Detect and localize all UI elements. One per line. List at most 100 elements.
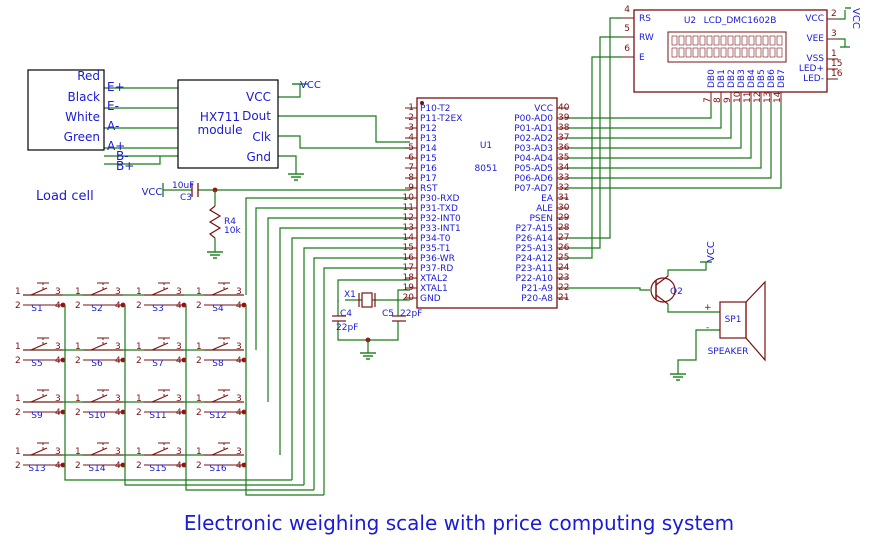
pin-name: P02-AD2 [514, 134, 553, 144]
switch-lever [30, 287, 48, 296]
pin-name: P10-T2 [420, 104, 451, 114]
switch-pin-number: 1 [136, 447, 142, 457]
hx711-pin-label: Clk [252, 130, 271, 144]
switch-lever [151, 287, 169, 296]
pin-name: P07-AD7 [514, 184, 553, 194]
load-cell-wire-label: White [65, 110, 100, 124]
lcd-char-cell [685, 47, 692, 58]
pin-name: P16 [420, 164, 437, 174]
pin-name: PSEN [529, 214, 553, 224]
wire [568, 104, 782, 189]
pin-number: 37 [558, 133, 569, 143]
pin-name: DB0 [707, 69, 717, 88]
pin-name: P00-AD0 [514, 114, 553, 124]
wire [104, 156, 161, 165]
pin-name: RS [639, 14, 651, 24]
pin-number: 5 [624, 24, 630, 34]
lcd-part: LCD_DMC1602B [704, 16, 777, 26]
pin-number: 18 [403, 273, 415, 283]
switch-lever [90, 447, 108, 456]
load-cell-caption: Load cell [36, 189, 94, 204]
wires [23, 10, 846, 496]
lcd-char-cell [720, 47, 727, 58]
switch-label: S4 [212, 304, 224, 314]
pin-name: P14 [420, 144, 437, 154]
switch-lever [151, 394, 169, 403]
switch-pin-number: 4 [176, 301, 182, 311]
load-cell-pin-label: E+ [107, 80, 125, 94]
pin-name: DB2 [727, 69, 737, 88]
resistor-r4 [208, 205, 222, 239]
switch-s3 [144, 282, 184, 306]
lcd-char-cell [734, 47, 741, 58]
lcd-char-cell [741, 35, 748, 46]
wire [255, 207, 410, 350]
load-cell-pin-label: A- [107, 119, 119, 133]
wire [568, 104, 732, 139]
switch-pin-number: 4 [115, 356, 121, 366]
pin-number: 17 [403, 263, 414, 273]
pin-number: 29 [558, 213, 570, 223]
pin-name: LED+ [799, 64, 824, 74]
wire [245, 465, 324, 496]
switch-s8 [204, 337, 244, 361]
switch-pin-number: 4 [236, 408, 242, 418]
pin-name: P32-INT0 [420, 214, 461, 224]
switch-pin-number: 2 [15, 301, 21, 311]
switch-pin-number: 1 [196, 447, 202, 457]
load-cell-wire-label: Red [77, 69, 100, 83]
load-cell-pin-label: E- [107, 99, 119, 113]
switch-label: S15 [149, 464, 166, 474]
lcd-char-cell [741, 47, 748, 58]
switch-pin-number: 2 [75, 461, 81, 471]
switch-pin-number: 1 [196, 342, 202, 352]
switch-s14 [83, 442, 123, 466]
switch-pin-number: 3 [236, 342, 242, 352]
pin-number: 6 [408, 153, 414, 163]
load-cell-pin-label: A+ [107, 139, 125, 153]
switch-label: S13 [28, 464, 45, 474]
components [23, 7, 851, 466]
load-cell-pin-label: B- [116, 149, 129, 163]
switch-pin-number: 2 [196, 356, 202, 366]
pin-name: P34-T0 [420, 234, 451, 244]
pin-name: P03-AD3 [514, 144, 553, 154]
pin-number: 11 [403, 203, 414, 213]
mcu-part: 8051 [475, 164, 498, 174]
switch-pin-number: 3 [236, 447, 242, 457]
pin-name: LED- [803, 74, 824, 84]
pin-number: 38 [558, 123, 570, 133]
switch-s15 [144, 442, 184, 466]
c4-ref: C4 [340, 309, 352, 319]
switch-lever [90, 394, 108, 403]
diagram-title: Electronic weighing scale with price com… [184, 511, 734, 535]
switch-label: S2 [91, 304, 102, 314]
switch-s6 [83, 337, 123, 361]
pin-name: P33-INT1 [420, 224, 461, 234]
pin-name: VCC [805, 14, 824, 24]
switch-pin-number: 4 [55, 356, 61, 366]
lcd-char-cell [678, 47, 685, 58]
wire [337, 279, 410, 302]
switch-pin-number: 2 [136, 301, 142, 311]
hx711-pin-label: Dout [242, 109, 271, 123]
pin-number: 21 [558, 293, 569, 303]
wire [838, 10, 846, 20]
switch-label: S5 [31, 359, 42, 369]
switch-label: S3 [152, 304, 163, 314]
mcu-body [416, 97, 558, 309]
lcd-char-cell [776, 35, 783, 46]
lcd-char-cell [685, 35, 692, 46]
pin-number: 34 [558, 163, 570, 173]
switch-s16 [204, 442, 244, 466]
hx711-pin-label: Gnd [246, 150, 271, 164]
pin-number: 4 [408, 133, 414, 143]
mcu-ref: U1 [480, 141, 492, 151]
pin-name: DB4 [747, 69, 757, 88]
lcd-char-cell [776, 47, 783, 58]
pin-number: 26 [558, 243, 570, 253]
switch-s11 [144, 389, 184, 413]
pin-name: P30-RXD [420, 194, 460, 204]
switch-pin-number: 4 [115, 301, 121, 311]
switch-pin-number: 2 [136, 356, 142, 366]
